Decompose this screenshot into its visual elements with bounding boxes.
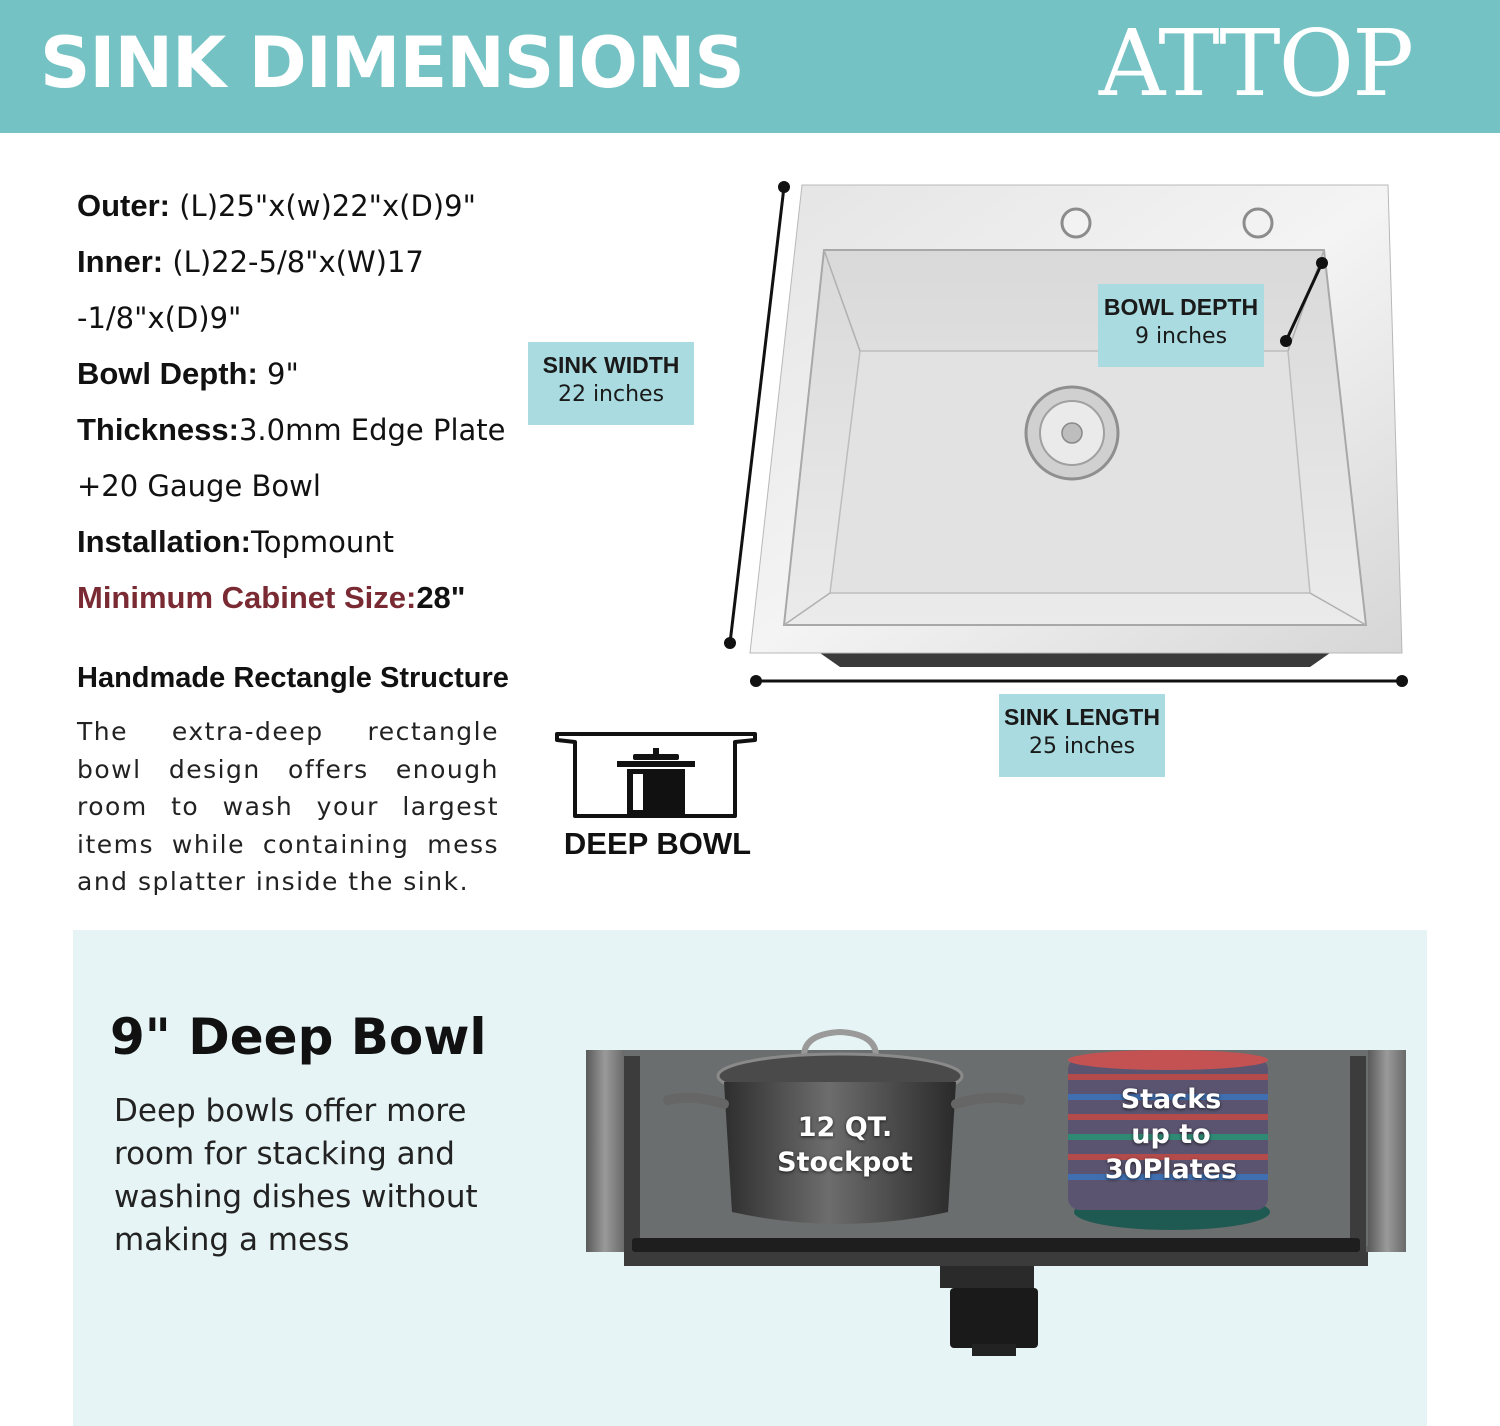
structure-title: Handmade Rectangle Structure — [77, 662, 509, 694]
spec-outer-value: (L)25"x(w)22"x(D)9" — [179, 189, 476, 223]
bowl-depth-label: BOWL DEPTH 9 inches — [1098, 284, 1264, 367]
plates-line1: Stacks — [1120, 1084, 1222, 1115]
plates-line2: up to — [1131, 1119, 1211, 1150]
spec-installation: Installation:Topmount — [77, 514, 517, 570]
spec-thickness-value-line1: 3.0mm Edge Plate — [238, 413, 506, 447]
spec-cabinet-value: 28" — [416, 580, 466, 615]
sink-length-value: 25 inches — [1028, 734, 1136, 759]
sink-width-label: SINK WIDTH 22 inches — [528, 342, 694, 425]
pot-in-bowl-icon — [555, 732, 757, 818]
stockpot-line1: 12 QT. — [797, 1112, 893, 1143]
spec-thickness-cont: +20 Gauge Bowl — [77, 458, 517, 514]
sink-width-title: SINK WIDTH — [542, 352, 680, 378]
spec-cabinet: Minimum Cabinet Size:28" — [77, 570, 517, 626]
spec-inner-label: Inner: — [77, 244, 164, 279]
brand-logo: ATTOP — [1098, 10, 1414, 117]
spec-outer-label: Outer: — [77, 188, 170, 223]
deep-bowl-label: DEEP BOWL — [563, 826, 752, 861]
plates-caption: Stacks up to 30Plates — [1086, 1082, 1256, 1187]
sink-length-label: SINK LENGTH 25 inches — [999, 694, 1165, 777]
stockpot-caption: 12 QT. Stockpot — [760, 1110, 930, 1180]
sink-length-title: SINK LENGTH — [1004, 704, 1160, 730]
spec-inner: Inner: (L)22-5/8"x(W)17 — [77, 234, 517, 290]
spec-bowl-depth-label: Bowl Depth: — [77, 356, 258, 391]
sink-cross-section — [586, 1028, 1406, 1356]
header-banner — [0, 0, 1500, 133]
spec-list: Outer: (L)25"x(w)22"x(D)9" Inner: (L)22-… — [77, 178, 517, 626]
plate-stack-icon — [1068, 1050, 1270, 1230]
bowl-depth-title: BOWL DEPTH — [1103, 294, 1259, 320]
stockpot-icon — [663, 1028, 1025, 1224]
faucet-hole-left — [1060, 207, 1092, 239]
faucet-hole-right — [1242, 207, 1274, 239]
spec-thickness-value-line2: +20 Gauge Bowl — [77, 469, 321, 503]
spec-thickness-label: Thickness: — [77, 412, 239, 447]
plates-line3: 30Plates — [1104, 1154, 1238, 1185]
panel-title: 9" Deep Bowl — [110, 1008, 487, 1066]
page-title: SINK DIMENSIONS — [40, 22, 745, 104]
stockpot-line2: Stockpot — [777, 1147, 913, 1178]
bowl-depth-value: 9 inches — [1134, 324, 1228, 349]
panel-body: Deep bowls offer more room for stacking … — [114, 1093, 478, 1258]
spec-bowl-depth-value: 9" — [267, 357, 299, 391]
spec-cabinet-label: Minimum Cabinet Size: — [77, 580, 417, 615]
structure-body: The extra-deep rectangle bowl design off… — [77, 717, 499, 896]
spec-bowl-depth: Bowl Depth: 9" — [77, 346, 517, 402]
sink-top-view — [724, 181, 1408, 687]
spec-installation-value: Topmount — [250, 525, 395, 559]
spec-inner-value-line2: -1/8"x(D)9" — [77, 301, 242, 335]
spec-installation-label: Installation: — [77, 524, 251, 559]
spec-inner-cont: -1/8"x(D)9" — [77, 290, 517, 346]
sink-width-value: 22 inches — [557, 382, 665, 407]
spec-outer: Outer: (L)25"x(w)22"x(D)9" — [77, 178, 517, 234]
spec-thickness: Thickness:3.0mm Edge Plate — [77, 402, 517, 458]
spec-inner-value-line1: (L)22-5/8"x(W)17 — [172, 245, 424, 279]
